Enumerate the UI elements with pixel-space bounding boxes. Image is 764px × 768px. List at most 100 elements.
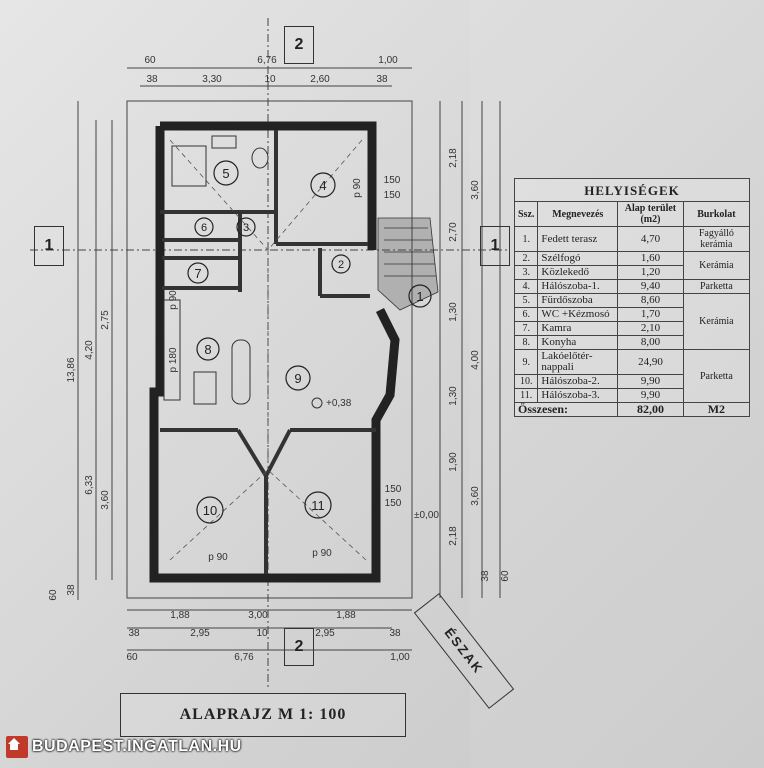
svg-text:10: 10 xyxy=(264,74,276,85)
svg-text:3,60: 3,60 xyxy=(470,486,481,506)
plan-title: ALAPRAJZ M 1: 100 xyxy=(120,693,406,737)
svg-text:38: 38 xyxy=(389,628,401,639)
svg-text:1,00: 1,00 xyxy=(378,55,398,66)
svg-text:150: 150 xyxy=(384,175,401,186)
room-number-3: 3 xyxy=(243,222,249,234)
svg-text:4,20: 4,20 xyxy=(84,340,95,360)
svg-text:2,95: 2,95 xyxy=(315,628,335,639)
dimension-texts-left: 13,86 4,20 2,75 6,33 3,60 60 38 xyxy=(48,310,111,601)
fixtures xyxy=(163,135,323,409)
total-label: Összesen: xyxy=(513,402,619,417)
svg-text:2,70: 2,70 xyxy=(448,222,459,242)
svg-text:6,33: 6,33 xyxy=(84,475,95,495)
svg-text:60: 60 xyxy=(126,652,138,663)
svg-text:3,30: 3,30 xyxy=(202,74,222,85)
dimension-texts-right: 2,18 3,60 2,70 1,30 4,00 1,30 1,90 3,60 … xyxy=(448,148,511,582)
room-number-8: 8 xyxy=(204,342,211,357)
table-header-name: Megnevezés xyxy=(537,201,619,227)
watermark-text: BUDAPEST.INGATLAN.HU xyxy=(32,738,242,755)
room-number-6: 6 xyxy=(201,222,207,234)
svg-text:1,88: 1,88 xyxy=(170,610,190,621)
svg-text:6,76: 6,76 xyxy=(234,652,254,663)
svg-text:3,60: 3,60 xyxy=(100,490,111,510)
dimension-texts-top: 60 6,76 1,00 38 3,30 10 2,60 38 xyxy=(144,55,398,85)
total-unit: M2 xyxy=(682,402,751,417)
table-row: 7. Kamra 2,10 xyxy=(513,321,750,336)
svg-text:p 90: p 90 xyxy=(312,548,332,559)
elevation-label-ground: ±0,00 xyxy=(414,510,439,521)
section-mark-top: 2 xyxy=(284,26,314,64)
svg-text:38: 38 xyxy=(146,74,158,85)
svg-text:2,95: 2,95 xyxy=(190,628,210,639)
svg-text:150: 150 xyxy=(385,498,402,509)
room-number-11: 11 xyxy=(311,498,325,513)
room-number-4: 4 xyxy=(319,178,326,193)
table-row: 4. Hálószoba-1. 9,40 Parketta xyxy=(513,279,751,294)
table-row: 5. Fürdőszoba 8,60 Kerámia xyxy=(513,293,751,350)
house-icon xyxy=(6,736,28,758)
svg-text:p 90: p 90 xyxy=(168,290,179,310)
table-total-row: Összesen: 82,00 M2 xyxy=(513,402,751,417)
table-row: 1. Fedett terasz 4,70 Fagyálló kerámia xyxy=(513,226,751,252)
room-number-10: 10 xyxy=(203,503,217,518)
svg-text:1,30: 1,30 xyxy=(448,386,459,406)
roof-outline xyxy=(126,100,413,599)
room-number-2: 2 xyxy=(338,259,344,271)
svg-text:1,30: 1,30 xyxy=(448,302,459,322)
svg-text:p 180: p 180 xyxy=(168,347,179,372)
total-value: 82,00 xyxy=(617,402,684,417)
table-title: HELYISÉGEK xyxy=(514,178,750,202)
table-header-no: Ssz. xyxy=(513,201,539,227)
svg-text:4,00: 4,00 xyxy=(470,350,481,370)
svg-text:2,75: 2,75 xyxy=(100,310,111,330)
table-row: 2. Szélfogó 1,60 Kerámia xyxy=(513,251,751,280)
table-row: 11. Hálószoba-3. 9,90 xyxy=(513,388,750,403)
exterior-walls xyxy=(149,121,400,583)
svg-text:38: 38 xyxy=(128,628,140,639)
interior-walls xyxy=(160,130,376,574)
svg-text:60: 60 xyxy=(500,570,511,582)
svg-text:1,00: 1,00 xyxy=(390,652,410,663)
svg-text:1,90: 1,90 xyxy=(448,452,459,472)
svg-text:38: 38 xyxy=(66,584,77,596)
room-number-1: 1 xyxy=(416,289,423,304)
section-lines xyxy=(30,18,510,690)
table-row: 6. WC +Kézmosó 1,70 xyxy=(513,307,750,322)
room-schedule-table: HELYISÉGEK Ssz. Megnevezés Alap terület … xyxy=(513,178,751,417)
room-number-7: 7 xyxy=(194,266,201,281)
svg-text:p 90: p 90 xyxy=(352,178,363,198)
table-header-area: Alap terület (m2) xyxy=(617,201,684,227)
top-dimension-lines xyxy=(77,67,501,651)
opening-labels: p 90 p 90 p 90 p 90 150 150 150 150 p 18… xyxy=(168,175,402,563)
table-row: 10. Hálószoba-2. 9,90 xyxy=(513,374,750,389)
svg-text:38: 38 xyxy=(376,74,388,85)
svg-text:150: 150 xyxy=(385,484,402,495)
section-mark-right: 1 xyxy=(480,226,510,266)
table-header-finish: Burkolat xyxy=(682,201,751,227)
svg-text:13,86: 13,86 xyxy=(66,357,77,382)
svg-text:3,00: 3,00 xyxy=(248,610,268,621)
svg-text:p 90: p 90 xyxy=(208,552,228,563)
roof-ridge-lines xyxy=(169,139,367,561)
svg-text:6,76: 6,76 xyxy=(257,55,277,66)
terrace-hatch xyxy=(377,217,439,311)
room-number-9: 9 xyxy=(294,371,301,386)
room-number-circles xyxy=(187,160,432,524)
section-mark-bottom: 2 xyxy=(284,628,314,666)
svg-text:1,88: 1,88 xyxy=(336,610,356,621)
dimension-texts-bottom: 1,88 3,00 1,88 38 2,95 10 2,95 38 60 6,7… xyxy=(126,610,410,663)
room-numbers: 1 2 3 4 5 6 7 8 9 10 11 xyxy=(194,166,423,518)
section-mark-left: 1 xyxy=(34,226,64,266)
svg-text:60: 60 xyxy=(144,55,156,66)
room-number-5: 5 xyxy=(222,166,229,181)
svg-text:3,60: 3,60 xyxy=(470,180,481,200)
table-row: 9. Lakóelőtér-nappali 24,90 Parketta xyxy=(513,349,751,403)
svg-text:150: 150 xyxy=(384,190,401,201)
svg-text:2,60: 2,60 xyxy=(310,74,330,85)
svg-text:2,18: 2,18 xyxy=(448,526,459,546)
svg-text:10: 10 xyxy=(256,628,268,639)
svg-text:60: 60 xyxy=(48,589,59,601)
elevation-label-living: +0,38 xyxy=(326,398,352,409)
watermark: BUDAPEST.INGATLAN.HU xyxy=(6,736,242,758)
